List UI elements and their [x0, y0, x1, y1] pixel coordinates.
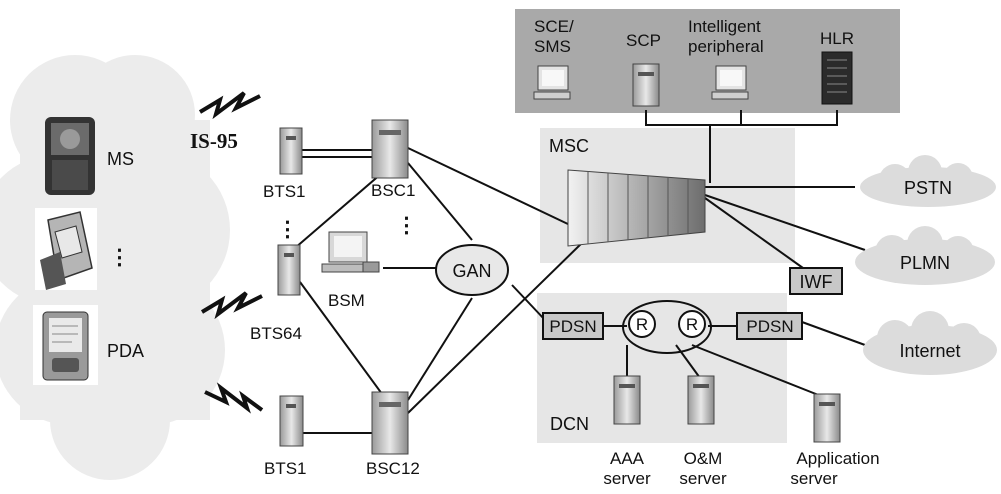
intelligent-peripheral-label-line2: peripheral	[688, 37, 764, 56]
wireless-link-icon	[198, 91, 261, 120]
gan-label: GAN	[452, 261, 491, 281]
gan-node	[435, 244, 509, 296]
hlr-label: HLR	[820, 29, 854, 48]
wireless-link-icon	[200, 291, 263, 320]
bsm-computer-icon	[321, 231, 380, 273]
bts1-bottom-icon	[279, 395, 304, 447]
bsc12-label: BSC12	[366, 459, 420, 478]
router-pair-ellipse	[622, 300, 712, 354]
bts1-bottom-label: BTS1	[264, 459, 307, 478]
flip-phone-icon	[35, 208, 97, 290]
msc-switch-icon	[567, 169, 706, 247]
pstn-cloud	[860, 155, 996, 207]
ms-label: MS	[107, 149, 134, 169]
wireless-link-icon	[204, 382, 264, 414]
om-server-label-line2: server	[679, 469, 727, 488]
router-right-label: R	[686, 315, 698, 334]
bsc-ellipsis: ⋮	[396, 213, 417, 237]
router-left-label: R	[636, 315, 648, 334]
bsc12-icon	[371, 391, 409, 455]
plmn-label: PLMN	[900, 253, 950, 273]
bts64-icon	[277, 244, 301, 296]
scp-server-icon	[632, 63, 660, 107]
iwf-box	[789, 267, 843, 295]
iwf-label: IWF	[800, 272, 833, 292]
bts-ellipsis: ⋮	[277, 217, 298, 241]
ms-phone-icon	[45, 117, 95, 195]
aaa-server-label-line1: AAA	[610, 449, 645, 468]
intelligent-peripheral-label-line1: Intelligent	[688, 17, 761, 36]
application-server-icon	[813, 393, 841, 443]
pdsn-left-label: PDSN	[549, 317, 596, 336]
sce-sms-computer-icon	[533, 65, 571, 100]
bts1-top-icon	[279, 127, 303, 175]
bts64-label: BTS64	[250, 324, 302, 343]
aaa-server-label-line2: server	[603, 469, 651, 488]
pdsn-left-box	[542, 312, 604, 340]
connection-lines	[294, 110, 866, 434]
bts1-top-label: BTS1	[263, 182, 306, 201]
om-server-icon	[687, 375, 715, 425]
bsm-label: BSM	[328, 291, 365, 310]
pdsn-right-box	[736, 312, 803, 340]
sce-sms-label-line1: SCE/	[534, 17, 574, 36]
bsc1-icon	[371, 119, 409, 179]
router-left-icon	[628, 310, 656, 338]
is95-label: IS-95	[190, 129, 238, 153]
bsc1-label: BSC1	[371, 181, 415, 200]
aaa-server-icon	[613, 375, 641, 425]
application-server-label-line2: server	[790, 469, 838, 488]
pstn-label: PSTN	[904, 178, 952, 198]
sce-sms-label-line2: SMS	[534, 37, 571, 56]
router-right-icon	[678, 310, 706, 338]
pda-label: PDA	[107, 341, 144, 361]
dcn-label: DCN	[550, 414, 589, 434]
scp-label: SCP	[626, 31, 661, 50]
peripheral-computer-icon	[711, 65, 749, 100]
om-server-label-line1: O&M	[684, 449, 723, 468]
application-server-label-line1: Application	[796, 449, 879, 468]
hlr-server-icon	[821, 51, 853, 105]
msc-label: MSC	[549, 136, 589, 156]
internet-label: Internet	[899, 341, 960, 361]
internet-cloud	[863, 311, 997, 375]
pdsn-right-label: PDSN	[746, 317, 793, 336]
pda-icon	[33, 305, 98, 385]
plmn-cloud	[855, 226, 995, 285]
devices-ellipsis: ⋮	[109, 245, 130, 269]
